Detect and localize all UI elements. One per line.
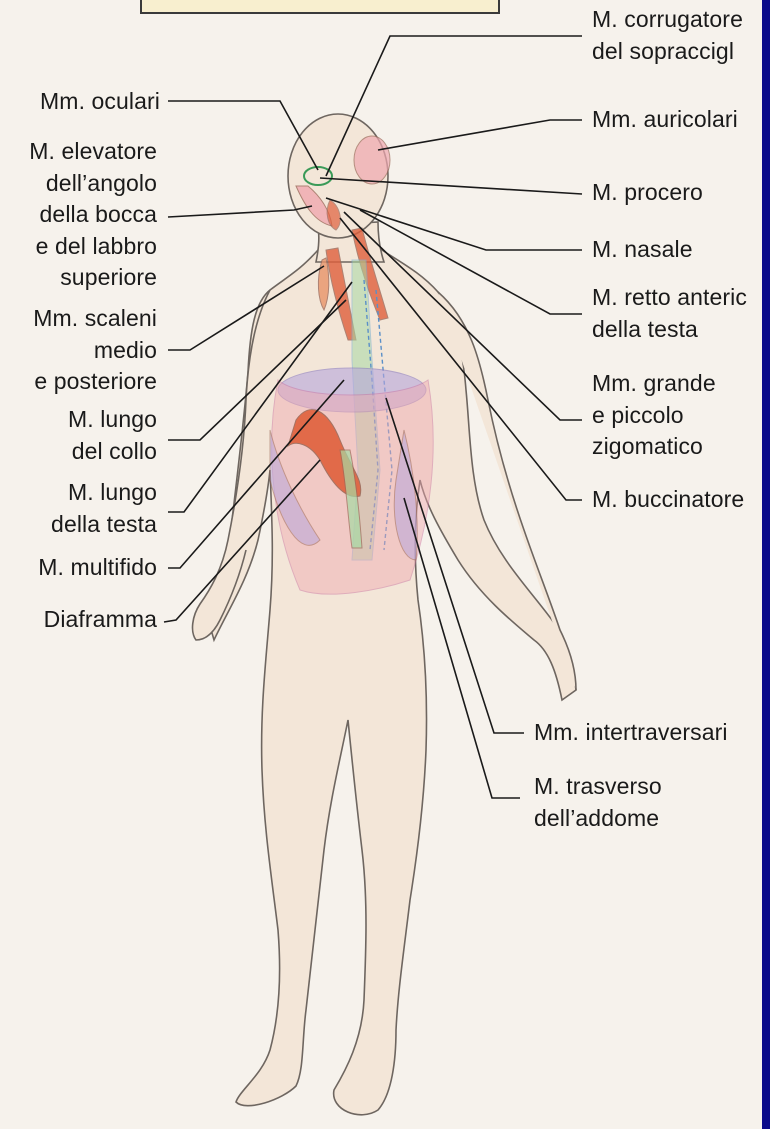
label-line: superiore bbox=[2, 262, 157, 294]
label-line: zigomatico bbox=[592, 431, 716, 463]
label-line: M. procero bbox=[592, 177, 703, 209]
label-line: Mm. oculari bbox=[10, 86, 160, 118]
label-line: M. retto anteric bbox=[592, 282, 747, 314]
label-line: del sopraccigl bbox=[592, 36, 743, 68]
label-lungo-collo: M. lungo del collo bbox=[2, 404, 157, 467]
label-multifido: M. multifido bbox=[2, 552, 157, 584]
label-retto: M. retto anteric della testa bbox=[592, 282, 747, 345]
label-line: M. multifido bbox=[2, 552, 157, 584]
body-silhouette bbox=[193, 114, 576, 1115]
label-line: dell’addome bbox=[534, 803, 662, 835]
label-diaframma: Diaframma bbox=[2, 604, 157, 636]
label-line: Mm. scaleni bbox=[2, 303, 157, 335]
label-elevatore: M. elevatore dell’angolo della bocca e d… bbox=[2, 136, 157, 294]
label-line: M. trasverso bbox=[534, 771, 662, 803]
label-line: medio bbox=[2, 335, 157, 367]
label-trasverso: M. trasverso dell’addome bbox=[534, 771, 662, 834]
label-line: M. lungo bbox=[2, 404, 157, 436]
label-line: Mm. grande bbox=[592, 368, 716, 400]
label-line: e del labbro bbox=[2, 231, 157, 263]
label-line: della testa bbox=[2, 509, 157, 541]
label-line: della testa bbox=[592, 314, 747, 346]
label-line: Mm. auricolari bbox=[592, 104, 738, 136]
label-oculari: Mm. oculari bbox=[10, 86, 160, 118]
auricular-muscle bbox=[354, 136, 390, 184]
blue-side-bar bbox=[762, 0, 770, 1129]
label-line: Diaframma bbox=[2, 604, 157, 636]
label-zigomatico: Mm. grande e piccolo zigomatico bbox=[592, 368, 716, 463]
label-line: M. buccinatore bbox=[592, 484, 744, 516]
label-line: M. corrugatore bbox=[592, 4, 743, 36]
label-line: del collo bbox=[2, 436, 157, 468]
label-line: dell’angolo bbox=[2, 168, 157, 200]
label-auricolari: Mm. auricolari bbox=[592, 104, 738, 136]
line-auricolari bbox=[378, 120, 582, 150]
label-line: M. nasale bbox=[592, 234, 693, 266]
label-line: della bocca bbox=[2, 199, 157, 231]
label-line: e posteriore bbox=[2, 366, 157, 398]
label-lungo-testa: M. lungo della testa bbox=[2, 477, 157, 540]
label-line: M. lungo bbox=[2, 477, 157, 509]
label-line: Mm. intertraversari bbox=[534, 717, 728, 749]
label-nasale: M. nasale bbox=[592, 234, 693, 266]
label-intertraversari: Mm. intertraversari bbox=[534, 717, 728, 749]
label-corrugatore: M. corrugatore del sopraccigl bbox=[592, 4, 743, 67]
line-elevatore bbox=[168, 206, 312, 217]
label-procero: M. procero bbox=[592, 177, 703, 209]
label-buccinatore: M. buccinatore bbox=[592, 484, 744, 516]
label-line: e piccolo bbox=[592, 400, 716, 432]
label-scaleni: Mm. scaleni medio e posteriore bbox=[2, 303, 157, 398]
label-line: M. elevatore bbox=[2, 136, 157, 168]
